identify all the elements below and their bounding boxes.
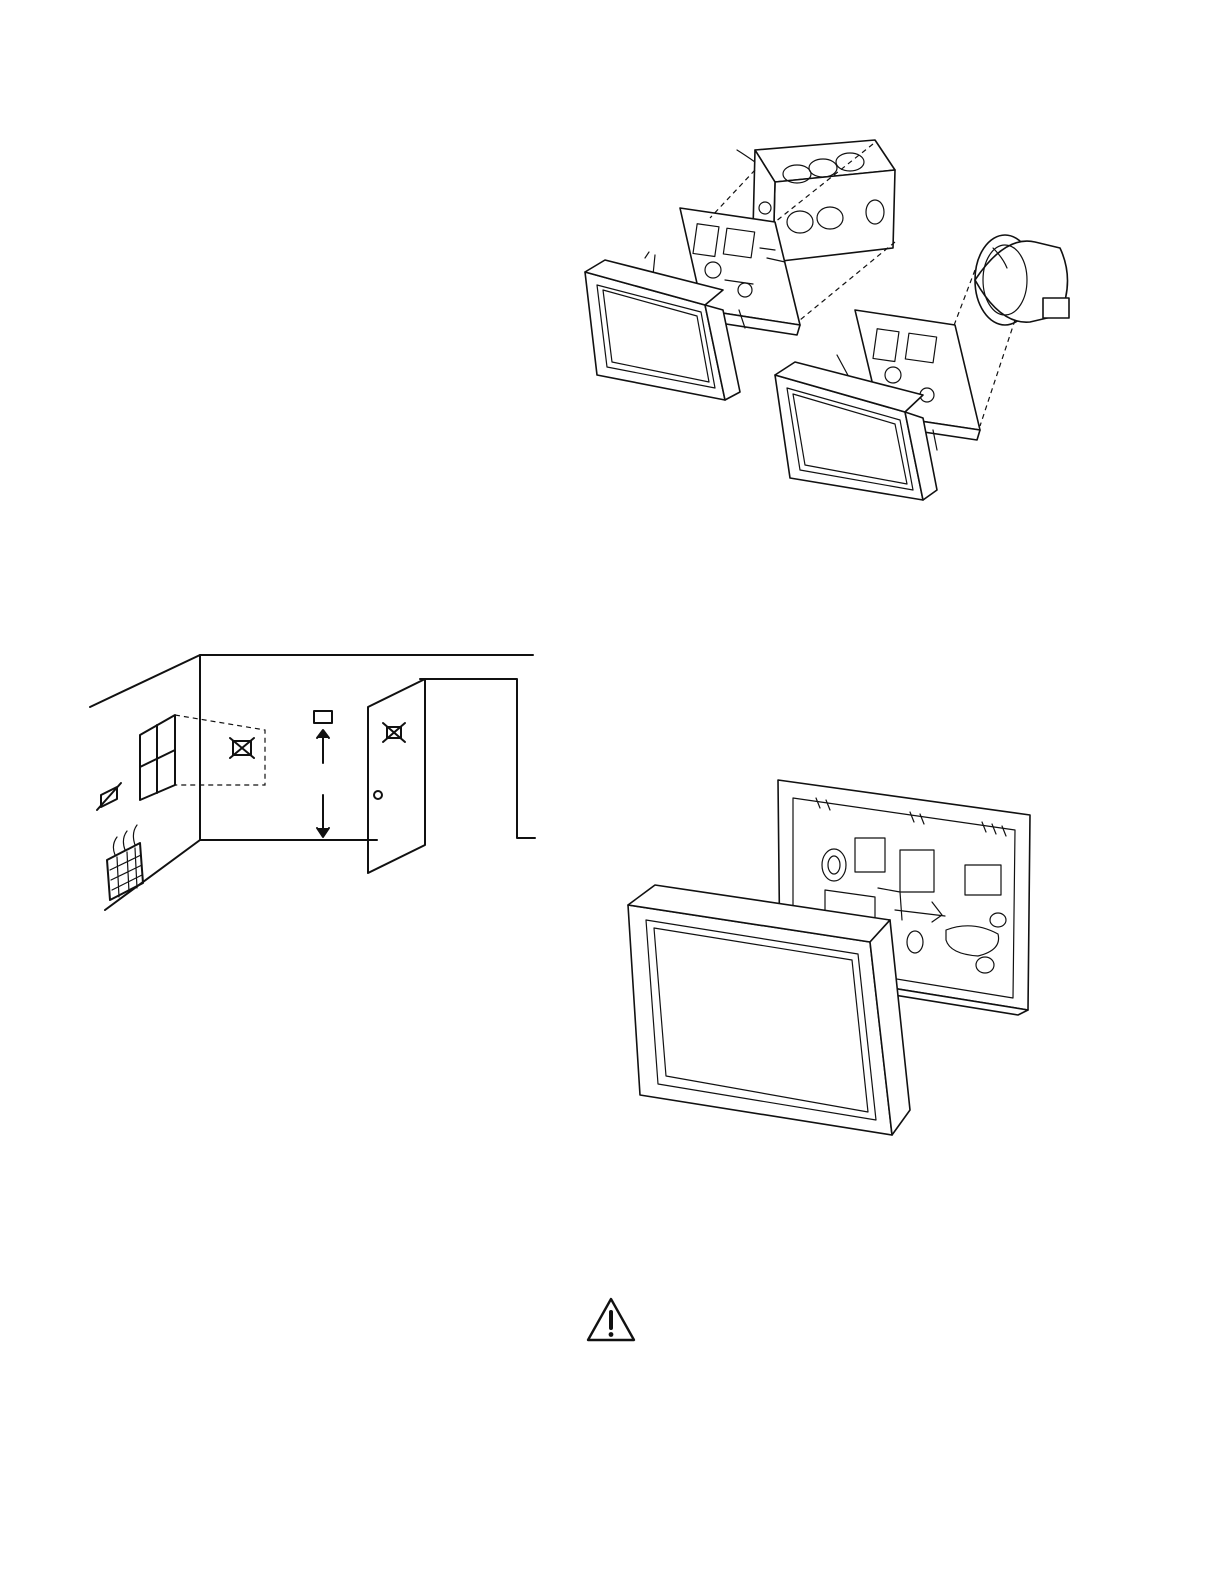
window	[140, 715, 265, 800]
warning-triangle-icon	[585, 1296, 637, 1344]
mounting-exploded-figure	[575, 130, 1095, 510]
prohibited-on-door-icon	[383, 723, 405, 742]
location-guide-figure	[85, 645, 540, 915]
subbase-cover-figure	[610, 770, 1060, 1150]
leader-line-screw	[645, 252, 649, 258]
prohibited-near-window-icon	[230, 738, 254, 758]
heat-source-icon	[107, 825, 143, 900]
door	[368, 679, 425, 873]
leader-line-box	[737, 150, 755, 162]
ring-adapter	[975, 235, 1069, 325]
recommended-location-icon	[314, 711, 332, 837]
cover	[628, 885, 910, 1135]
prohibited-outside-wall-icon	[97, 783, 121, 810]
